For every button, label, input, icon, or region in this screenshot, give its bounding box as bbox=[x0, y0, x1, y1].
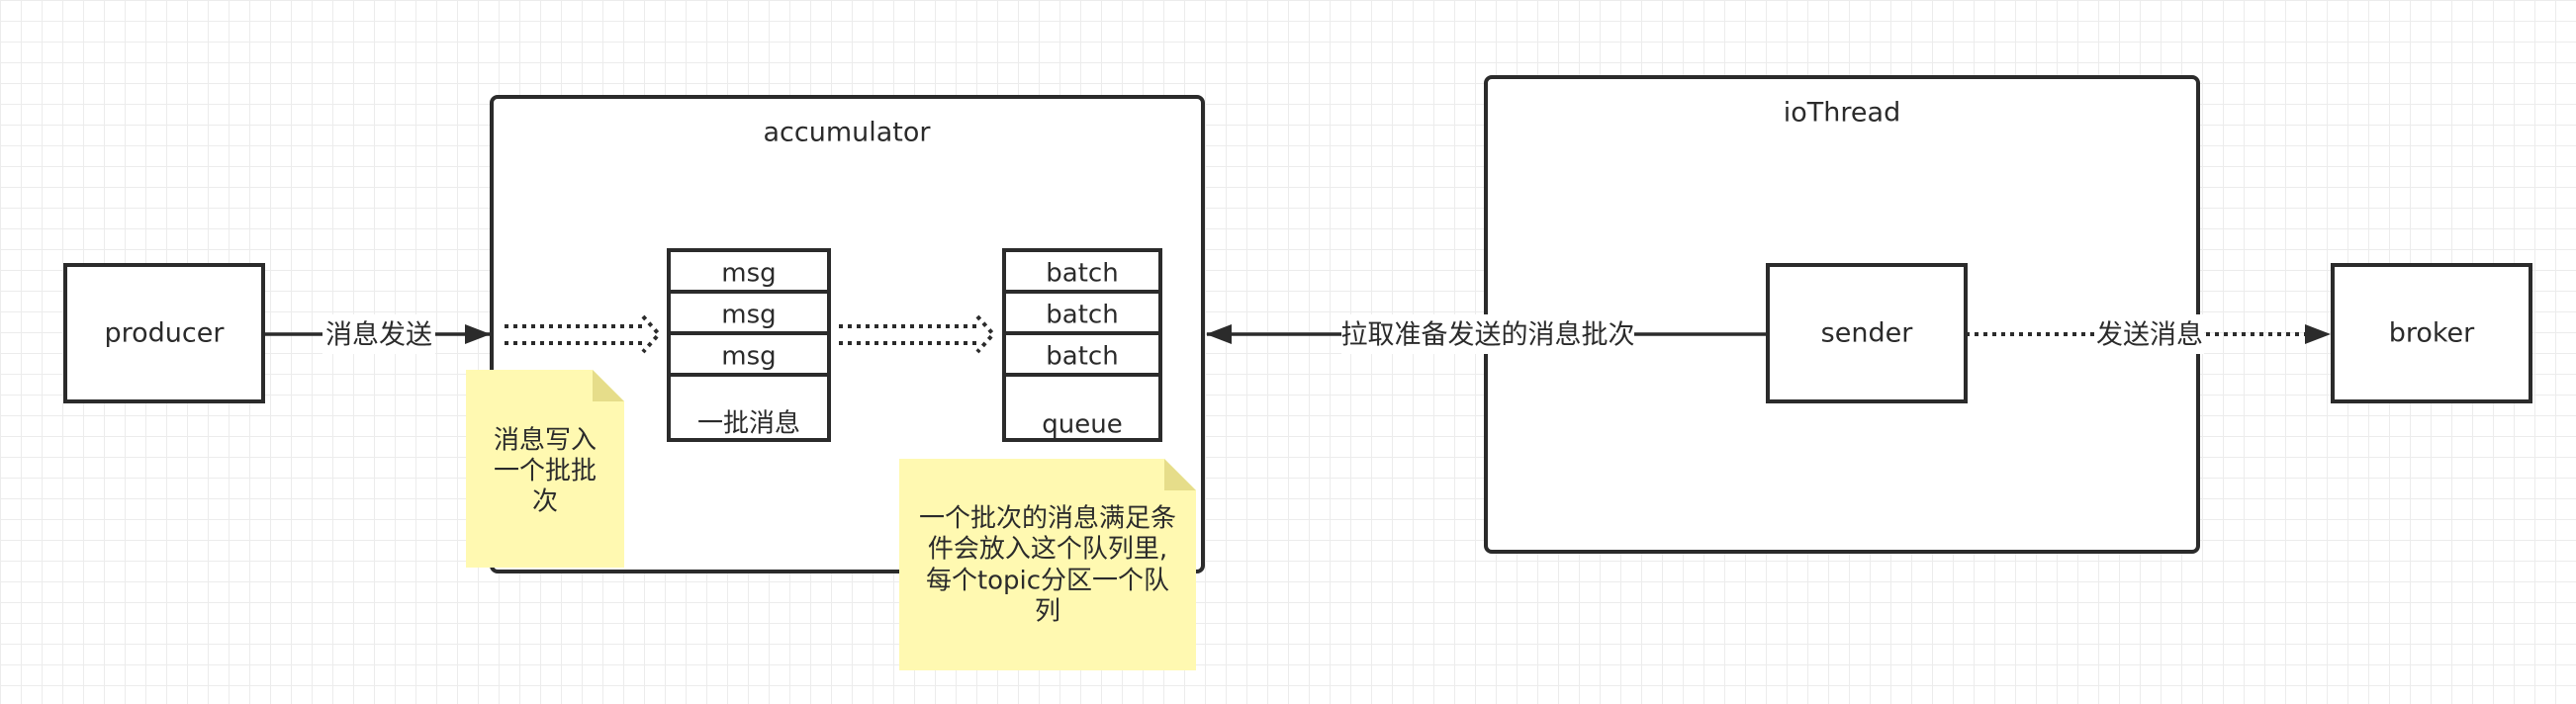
batch-caption-cell bbox=[667, 373, 831, 442]
edge-sender-to-accumulator[interactable]: 拉取准备发送的消息批次 bbox=[1206, 314, 1768, 354]
broker-node[interactable]: broker bbox=[2331, 263, 2532, 403]
sticky-note-queue[interactable]: 一个批次的消息满足条 件会放入这个队列里, 每个topic分区一个队 列 bbox=[899, 459, 1196, 670]
note-line: 每个topic分区一个队 bbox=[926, 567, 1169, 596]
sticky-note-batch[interactable]: 消息写入 一个批批 次 bbox=[466, 370, 624, 568]
batch-cell-label: batch bbox=[1046, 259, 1118, 289]
batch-cell-label: batch bbox=[1046, 301, 1118, 330]
iothread-title: ioThread bbox=[1784, 98, 1900, 129]
queue-stack[interactable]: batch batch batch queue bbox=[1002, 248, 1162, 442]
note-line: 一个批次的消息满足条 bbox=[919, 504, 1176, 534]
batch-cell bbox=[1002, 331, 1162, 377]
batch-caption: 一批消息 bbox=[697, 409, 800, 439]
edge-label-send-msg: 发送消息 bbox=[2096, 320, 2203, 351]
broker-label: broker bbox=[2389, 318, 2475, 349]
batch-cell bbox=[1002, 290, 1162, 335]
msg-cell-label: msg bbox=[721, 259, 776, 289]
edge-label-pull: 拉取准备发送的消息批次 bbox=[1341, 320, 1635, 351]
msg-cell-label: msg bbox=[721, 301, 776, 330]
batch-stack[interactable]: msg msg msg 一批消息 bbox=[667, 248, 831, 442]
edge-sender-to-broker[interactable]: 发送消息 bbox=[1966, 314, 2331, 354]
note-line: 列 bbox=[1035, 597, 1060, 627]
batch-cell-label: batch bbox=[1046, 342, 1118, 372]
sender-node[interactable]: sender bbox=[1766, 263, 1968, 403]
queue-caption-cell bbox=[1002, 373, 1162, 442]
note-line: 消息写入 bbox=[494, 426, 597, 456]
sender-label: sender bbox=[1821, 318, 1914, 349]
accumulator-title: accumulator bbox=[763, 118, 931, 148]
queue-caption: queue bbox=[1042, 410, 1122, 440]
producer-label: producer bbox=[105, 318, 226, 349]
note-line: 件会放入这个队列里, bbox=[928, 535, 1167, 565]
note-line: 一个批批 bbox=[494, 457, 597, 486]
msg-cell bbox=[667, 248, 831, 294]
msg-cell-label: msg bbox=[721, 342, 776, 372]
producer-node[interactable]: producer bbox=[63, 263, 265, 403]
accumulator-container[interactable]: accumulator bbox=[490, 95, 1205, 573]
edge-producer-to-accumulator[interactable]: 消息发送 bbox=[263, 314, 491, 354]
edge-label-send: 消息发送 bbox=[325, 320, 432, 351]
note-line: 次 bbox=[532, 487, 558, 517]
